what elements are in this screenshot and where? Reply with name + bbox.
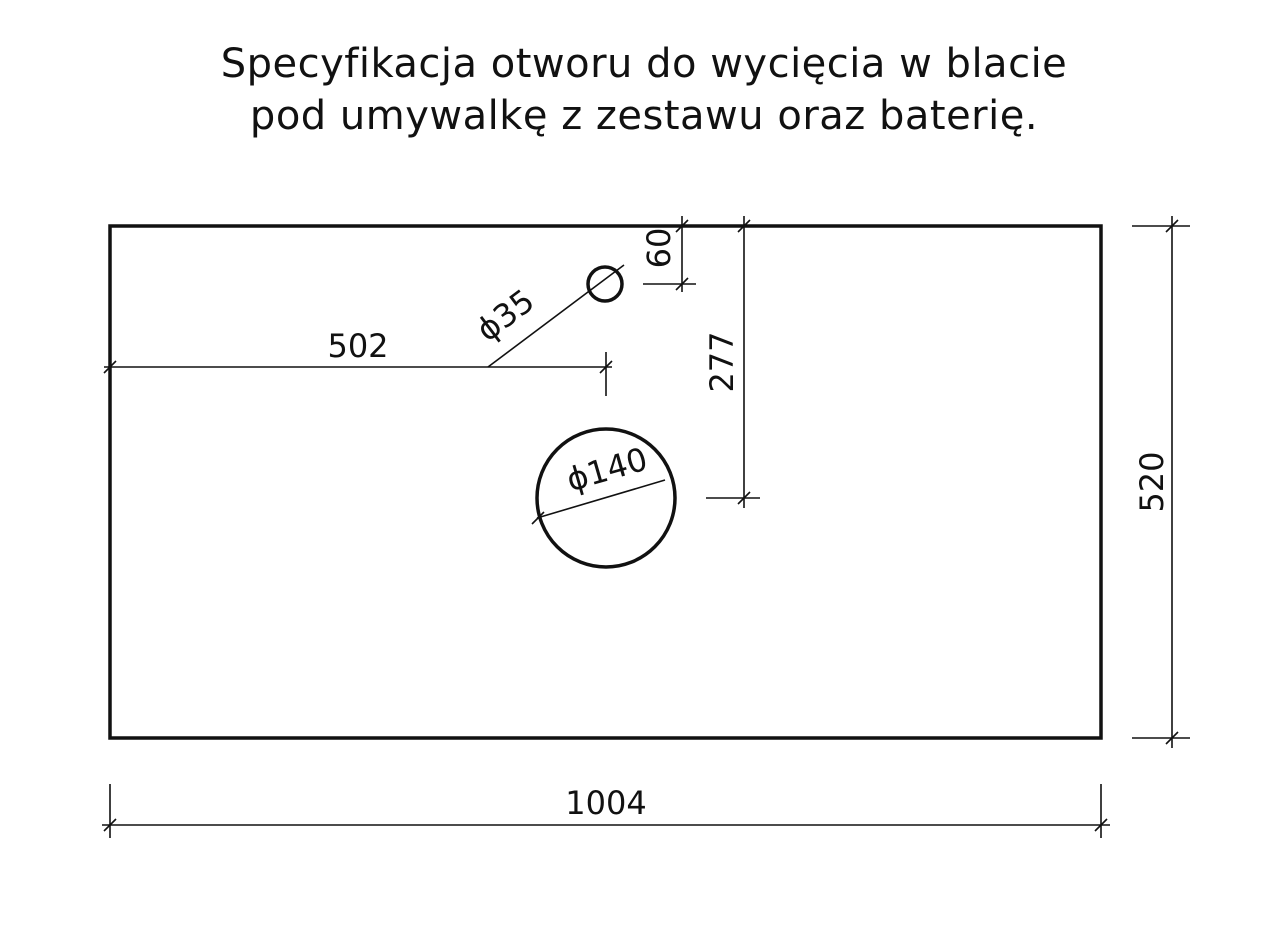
title-line-2: pod umywalkę z zestawu oraz baterię. <box>249 93 1039 139</box>
dimension-277-label: 277 <box>703 331 741 392</box>
dimension-520-lines <box>1132 216 1190 748</box>
title-line-1: Specyfikacja otworu do wycięcia w blacie <box>220 41 1068 87</box>
dimension-basin-diameter-line <box>531 479 666 525</box>
dimension-1004-label: 1004 <box>565 784 646 822</box>
tap-hole <box>586 265 624 303</box>
dimension-277-lines <box>706 216 760 508</box>
dimension-502-label: 502 <box>327 327 388 365</box>
dimension-1004-lines <box>102 784 1110 838</box>
dimension-tap-diameter-label: ϕ35 <box>469 281 541 349</box>
countertop-outline <box>108 224 1103 740</box>
dimension-502-lines <box>103 352 613 396</box>
dimension-60-lines <box>643 216 696 292</box>
basin-hole <box>535 427 677 569</box>
dimension-520-label: 520 <box>1133 451 1171 512</box>
dimension-tap-diameter-leader <box>487 264 625 368</box>
drawing-title: Specyfikacja otworu do wycięcia w blacie… <box>0 38 1288 142</box>
dimension-basin-diameter-label: ϕ140 <box>562 440 651 499</box>
dimension-60-label: 60 <box>640 228 678 269</box>
